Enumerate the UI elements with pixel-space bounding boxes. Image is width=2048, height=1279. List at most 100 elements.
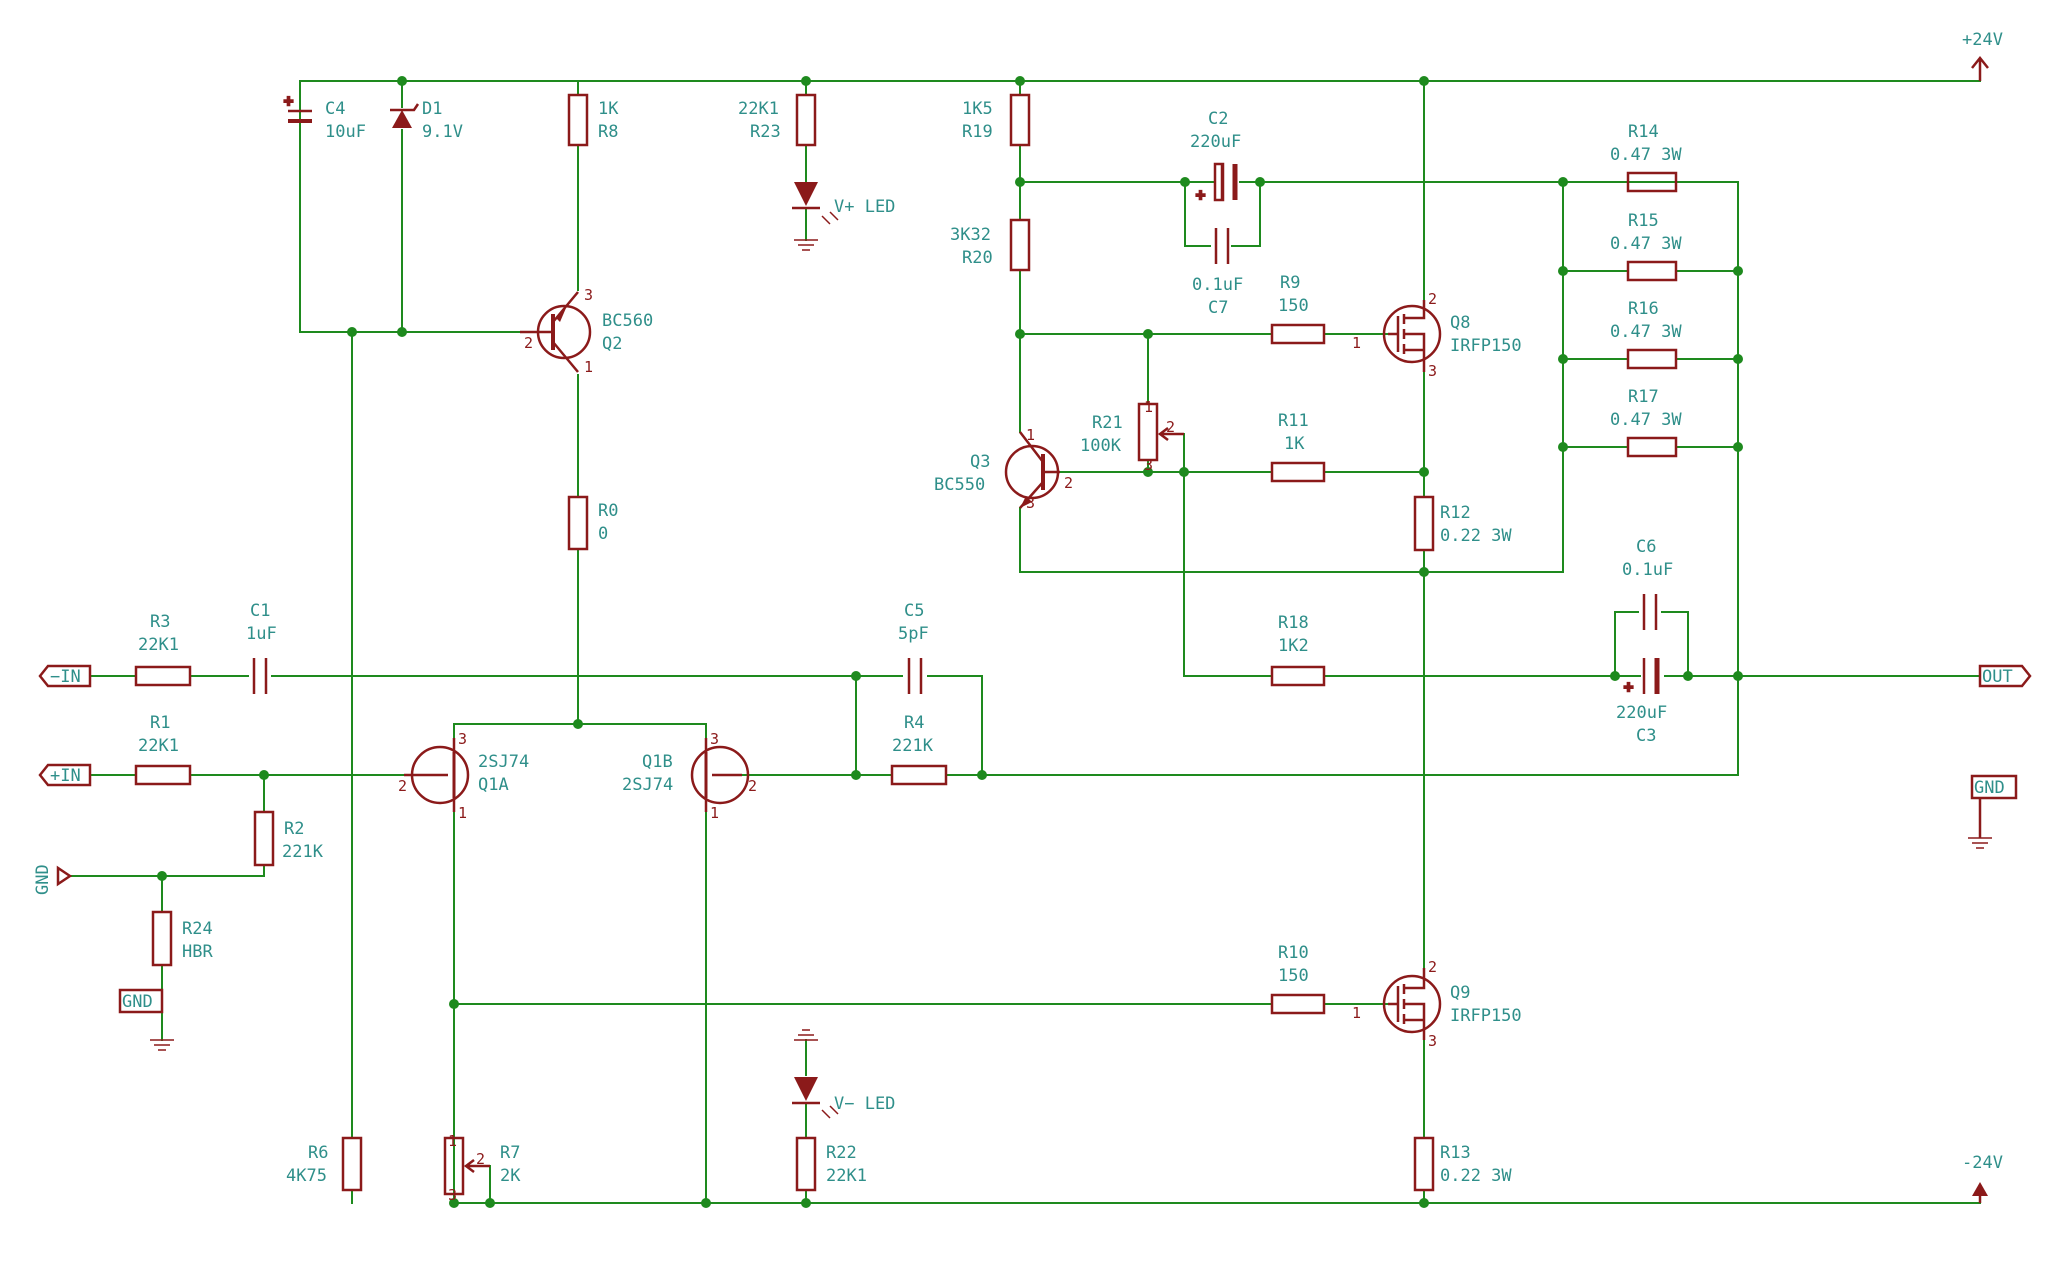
port-in-neg[interactable]: −IN: [38, 664, 92, 688]
q2-ref: Q2: [602, 334, 622, 354]
q3-ref: Q3: [970, 452, 990, 472]
pin-number: 2: [1428, 290, 1437, 308]
junction: [701, 1198, 711, 1208]
r17-value: 0.47 3W: [1610, 410, 1682, 430]
resistor-r6[interactable]: [341, 1136, 363, 1192]
resistor-r10[interactable]: [1270, 993, 1326, 1015]
resistor-r13[interactable]: [1413, 1136, 1435, 1192]
potentiometer-r21[interactable]: [1137, 402, 1184, 462]
r2-ref: R2: [284, 819, 304, 839]
junction: [801, 1198, 811, 1208]
junction: [397, 76, 407, 86]
capacitor-c7[interactable]: [1214, 228, 1230, 264]
mosfet-q9[interactable]: [1382, 968, 1442, 1040]
r15-value: 0.47 3W: [1610, 234, 1682, 254]
r13-value: 0.22 3W: [1440, 1166, 1512, 1186]
transistor-q3[interactable]: [1004, 431, 1060, 509]
port-gnd-box-label: GND: [122, 992, 153, 1012]
svg-text:+: +: [284, 92, 293, 110]
junction: [1733, 442, 1743, 452]
port-gnd-left[interactable]: GND: [33, 864, 73, 895]
resistor-r4[interactable]: [890, 764, 948, 786]
r20-value: 3K32: [950, 225, 991, 245]
port-in-pos[interactable]: +IN: [38, 763, 92, 787]
jfet-q1a[interactable]: [404, 738, 470, 812]
port-gnd-right-label: GND: [1974, 778, 2005, 798]
pos-rail-arrow: +24V: [1962, 30, 2003, 81]
capacitor-c3[interactable]: +: [1623, 658, 1660, 697]
transistor-q2[interactable]: [520, 291, 592, 373]
c1-value: 1uF: [246, 624, 277, 644]
resistor-r1[interactable]: [134, 764, 192, 786]
r9-value: 150: [1278, 296, 1309, 316]
r7-ref: R7: [500, 1143, 520, 1163]
r1-value: 22K1: [138, 736, 179, 756]
resistor-r24[interactable]: [151, 910, 173, 967]
resistor-r12[interactable]: [1413, 495, 1435, 552]
port-in-pos-label: +IN: [50, 766, 81, 786]
resistor-r20[interactable]: [1009, 218, 1031, 272]
resistor-r2[interactable]: [253, 810, 275, 867]
junction: [1610, 671, 1620, 681]
capacitor-c1[interactable]: [252, 658, 268, 694]
resistor-r22[interactable]: [795, 1136, 817, 1192]
q1a-ref: Q1A: [478, 775, 509, 795]
r16-value: 0.47 3W: [1610, 322, 1682, 342]
junction: [1143, 467, 1153, 477]
resistor-r0[interactable]: [567, 495, 589, 551]
port-gnd-right: GND: [1970, 774, 2018, 838]
resistor-r8[interactable]: [567, 93, 589, 147]
port-out[interactable]: OUT: [1978, 664, 2032, 688]
junction: [157, 871, 167, 881]
mosfet-q8[interactable]: [1382, 300, 1442, 372]
c6-ref: C6: [1636, 537, 1656, 557]
r12-ref: R12: [1440, 503, 1471, 523]
capacitor-c4[interactable]: +: [283, 91, 312, 123]
junction: [1419, 567, 1429, 577]
r17-ref: R17: [1628, 387, 1659, 407]
resistor-r19[interactable]: [1009, 93, 1031, 147]
r23-ref: R23: [750, 122, 781, 142]
resistor-r11[interactable]: [1270, 461, 1326, 483]
capacitor-c6[interactable]: [1642, 594, 1658, 630]
resistor-r9[interactable]: [1270, 323, 1326, 345]
resistor-r15[interactable]: [1626, 260, 1678, 282]
pin-number: 2: [1166, 418, 1175, 436]
pin-number: 3: [448, 1186, 457, 1204]
junction: [1179, 467, 1189, 477]
resistor-r16[interactable]: [1626, 348, 1678, 370]
resistor-r14[interactable]: [1626, 171, 1678, 193]
potentiometer-r7[interactable]: [443, 1136, 490, 1196]
pin-number: 3: [584, 286, 593, 304]
pin-number: 3: [1144, 456, 1153, 474]
junction: [1015, 177, 1025, 187]
capacitor-c2[interactable]: +: [1195, 162, 1238, 205]
resistor-r18[interactable]: [1270, 665, 1326, 687]
pin-number: 2: [476, 1150, 485, 1168]
ground-symbol: [150, 239, 1992, 1051]
r6-value: 4K75: [286, 1166, 327, 1186]
resistor-r17[interactable]: [1626, 436, 1678, 458]
led-vpos[interactable]: [792, 182, 839, 225]
pin-number: 1: [1144, 398, 1153, 416]
c2-ref: C2: [1208, 109, 1228, 129]
jfet-q1b[interactable]: [690, 738, 750, 812]
r19-ref: R19: [962, 122, 993, 142]
capacitor-c5[interactable]: [907, 658, 923, 694]
port-gnd-left-label: GND: [33, 864, 53, 895]
junction: [851, 671, 861, 681]
junction: [1419, 467, 1429, 477]
resistor-r3[interactable]: [134, 665, 192, 687]
c5-ref: C5: [904, 601, 924, 621]
q9-ref: Q9: [1450, 983, 1470, 1003]
led-vneg[interactable]: [792, 1077, 839, 1119]
zener-diode-d1[interactable]: [390, 103, 420, 128]
junction: [449, 999, 459, 1009]
r4-ref: R4: [904, 713, 924, 733]
resistor-r23[interactable]: [795, 93, 817, 147]
c2-value: 220uF: [1190, 132, 1241, 152]
junction: [347, 327, 357, 337]
junction: [1683, 671, 1693, 681]
pin-number: 1: [1026, 426, 1035, 444]
